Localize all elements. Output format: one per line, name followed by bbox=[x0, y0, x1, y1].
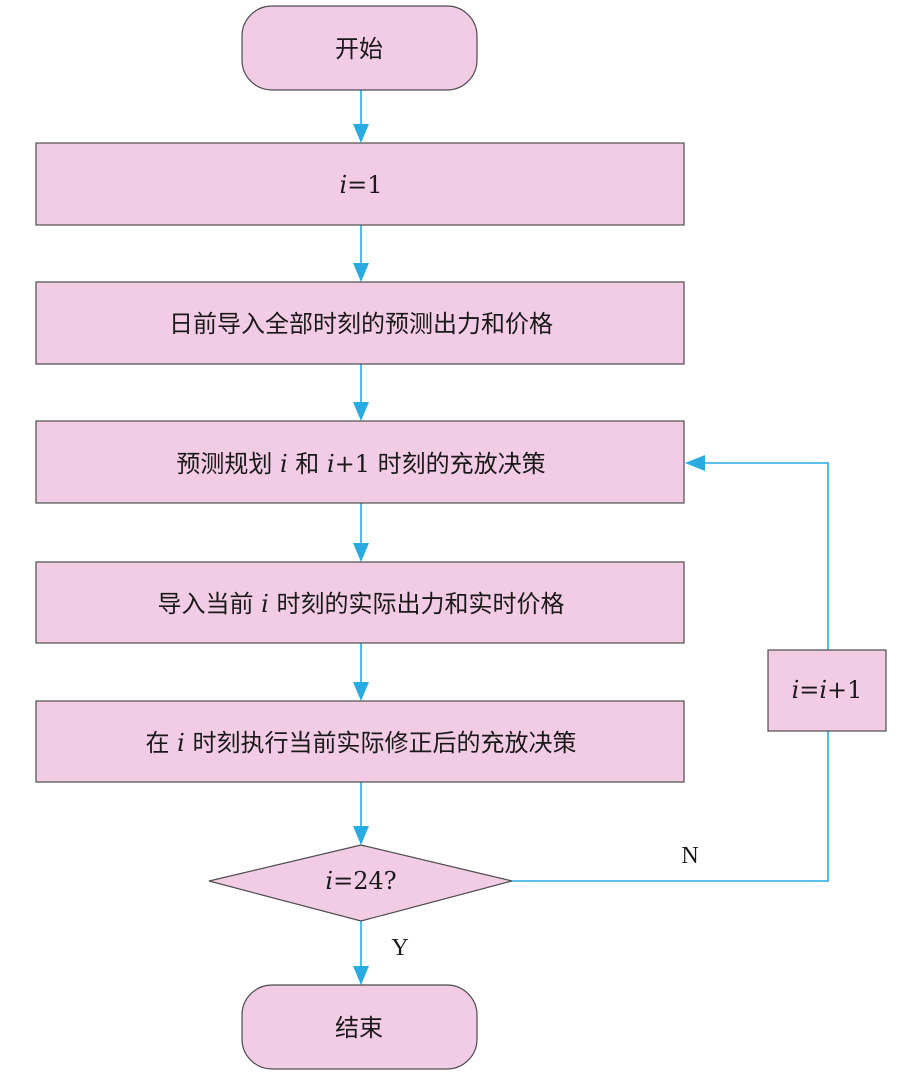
arrowhead-end bbox=[353, 966, 369, 985]
edge-decision-to-increment bbox=[512, 731, 829, 882]
plan-node: 预测规划 i 和 i+1 时刻的充放决策 bbox=[35, 420, 685, 504]
arrowhead-init bbox=[353, 124, 369, 143]
start-node: 开始 bbox=[241, 5, 478, 91]
edge-increment-to-plan bbox=[703, 462, 829, 650]
edge-label-yes: Y bbox=[391, 935, 408, 961]
start-label: 开始 bbox=[335, 35, 383, 63]
import-forecast-label: 日前导入全部时刻的预测出力和价格 bbox=[169, 310, 553, 338]
end-label: 结束 bbox=[335, 1014, 383, 1042]
edges bbox=[353, 90, 829, 985]
execute-label: 在 i 时刻执行当前实际修正后的充放决策 bbox=[146, 729, 577, 757]
import-forecast-node: 日前导入全部时刻的预测出力和价格 bbox=[35, 281, 685, 365]
import-actual-node: 导入当前 i 时刻的实际出力和实时价格 bbox=[35, 561, 685, 644]
arrowhead-actual bbox=[353, 543, 369, 562]
init-label: i=1 bbox=[339, 171, 382, 199]
arrowhead-import bbox=[353, 263, 369, 282]
increment-node: i=i+1 bbox=[767, 649, 887, 732]
decision-label: i=24? bbox=[325, 867, 396, 895]
init-node: i=1 bbox=[35, 142, 685, 226]
decision-node: i=24? bbox=[208, 844, 513, 922]
import-actual-label: 导入当前 i 时刻的实际出力和实时价格 bbox=[158, 590, 565, 618]
arrowhead-plan bbox=[353, 402, 369, 421]
end-node: 结束 bbox=[241, 984, 478, 1070]
arrowhead-execute bbox=[353, 682, 369, 701]
execute-node: 在 i 时刻执行当前实际修正后的充放决策 bbox=[35, 700, 685, 783]
arrowhead-loop-back bbox=[685, 455, 705, 471]
arrowhead-decision bbox=[353, 826, 369, 845]
increment-label: i=i+1 bbox=[792, 676, 863, 704]
edge-label-no: N bbox=[681, 843, 698, 869]
plan-label: 预测规划 i 和 i+1 时刻的充放决策 bbox=[176, 450, 545, 478]
